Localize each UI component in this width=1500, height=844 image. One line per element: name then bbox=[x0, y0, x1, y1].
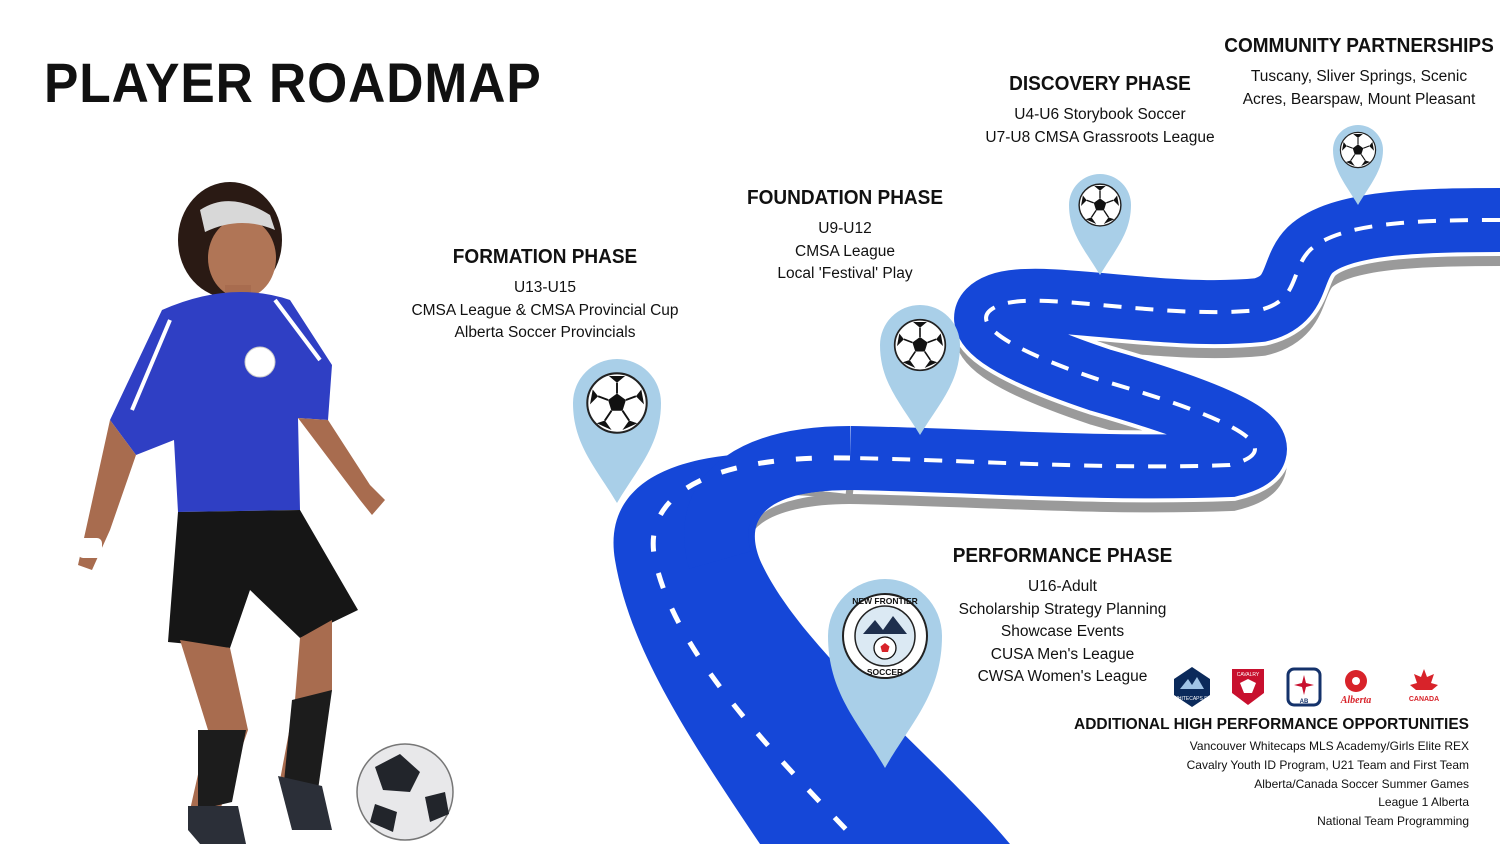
additional-line: Cavalry Youth ID Program, U21 Team and F… bbox=[1186, 757, 1469, 772]
phase-discovery: DISCOVERY PHASE U4-U6 Storybook Soccer U… bbox=[960, 73, 1240, 149]
pin-discovery bbox=[1069, 174, 1131, 275]
phase-line: CMSA League & CMSA Provincial Cup bbox=[411, 301, 679, 319]
phase-line: CMSA League bbox=[795, 242, 895, 260]
svg-text:CANADA: CANADA bbox=[1409, 696, 1439, 703]
phase-title: DISCOVERY PHASE bbox=[1009, 73, 1191, 95]
pin-formation bbox=[573, 359, 661, 503]
phase-formation: FORMATION PHASE U13-U15 CMSA League & CM… bbox=[395, 246, 695, 345]
phase-line: CWSA Women's League bbox=[977, 668, 1148, 686]
phase-line: Scholarship Strategy Planning bbox=[958, 600, 1167, 618]
phase-line: U7-U8 CMSA Grassroots League bbox=[985, 128, 1215, 146]
partner-logos: WHITECAPS FC CAVALRY AB Alberta CANADA bbox=[1170, 665, 1460, 713]
page-title: PLAYER ROADMAP bbox=[44, 51, 542, 114]
additional-line: Alberta/Canada Soccer Summer Games bbox=[1254, 776, 1469, 791]
phase-line: U9-U12 bbox=[818, 220, 872, 237]
phase-foundation: FOUNDATION PHASE U9-U12 CMSA League Loca… bbox=[715, 187, 975, 286]
additional-line: League 1 Alberta bbox=[1378, 795, 1469, 810]
player-photo bbox=[78, 182, 385, 844]
phase-line: U4-U6 Storybook Soccer bbox=[1014, 106, 1186, 123]
pin-performance: NEW FRONTIER SOCCER bbox=[828, 579, 942, 768]
canada-soccer-logo-icon: CANADA bbox=[1409, 669, 1439, 703]
canada-soccer-ab-logo-icon: AB bbox=[1286, 667, 1322, 707]
svg-text:Alberta: Alberta bbox=[1340, 695, 1372, 706]
crest-bottom-text: SOCCER bbox=[867, 667, 903, 677]
whitecaps-logo-icon: WHITECAPS FC bbox=[1173, 667, 1211, 707]
phase-community-partnerships: COMMUNITY PARTNERSHIPS Tuscany, Sliver S… bbox=[1204, 35, 1500, 111]
svg-text:AB: AB bbox=[1300, 699, 1309, 705]
cavalry-logo-icon: CAVALRY bbox=[1232, 669, 1264, 705]
pin-community bbox=[1333, 125, 1383, 205]
phase-title: PERFORMANCE PHASE bbox=[952, 545, 1173, 567]
pin-foundation bbox=[880, 305, 960, 435]
soccer-ball-image bbox=[356, 743, 454, 841]
phase-line: Tuscany, Sliver Springs, Scenic bbox=[1250, 68, 1468, 85]
phase-line: U16-Adult bbox=[1028, 578, 1097, 595]
svg-text:WHITECAPS FC: WHITECAPS FC bbox=[1173, 696, 1211, 702]
alberta-soccer-logo-icon: Alberta bbox=[1340, 670, 1372, 706]
phase-line: U13-U15 bbox=[513, 279, 577, 296]
phase-title: FOUNDATION PHASE bbox=[747, 187, 943, 209]
crest-top-text: NEW FRONTIER bbox=[852, 596, 918, 606]
phase-line: CUSA Men's League bbox=[990, 645, 1135, 663]
phase-line: Alberta Soccer Provincials bbox=[454, 324, 636, 342]
phase-line: Local 'Festival' Play bbox=[777, 265, 913, 283]
phase-performance: PERFORMANCE PHASE U16-Adult Scholarship … bbox=[930, 545, 1195, 689]
additional-line: National Team Programming bbox=[1317, 814, 1469, 829]
phase-title: COMMUNITY PARTNERSHIPS bbox=[1224, 35, 1494, 57]
additional-line: Vancouver Whitecaps MLS Academy/Girls El… bbox=[1189, 739, 1469, 753]
svg-text:CAVALRY: CAVALRY bbox=[1237, 672, 1260, 678]
additional-title: ADDITIONAL HIGH PERFORMANCE OPPORTUNITIE… bbox=[1074, 716, 1469, 733]
phase-line: Acres, Bearspaw, Mount Pleasant bbox=[1242, 90, 1476, 108]
phase-line: Showcase Events bbox=[1000, 623, 1125, 641]
additional-opportunities: ADDITIONAL HIGH PERFORMANCE OPPORTUNITIE… bbox=[1074, 716, 1469, 831]
phase-title: FORMATION PHASE bbox=[452, 246, 638, 268]
